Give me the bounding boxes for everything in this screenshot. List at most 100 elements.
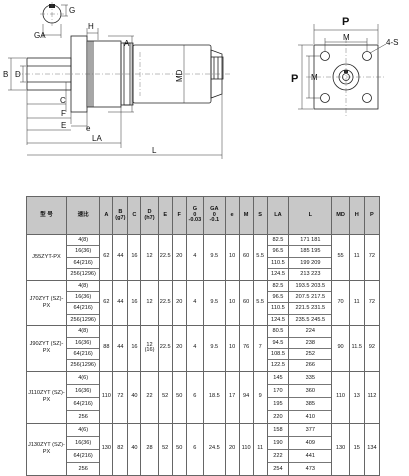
h-cell: 15 — [348, 422, 365, 476]
header-e: E — [157, 196, 173, 235]
b-cell: 82 — [112, 422, 129, 476]
label-g: G — [69, 6, 75, 15]
m-cell: 94 — [238, 370, 254, 424]
e-small-cell: 20 — [224, 422, 240, 476]
label-e: E — [61, 121, 66, 130]
label-m-top: M — [343, 33, 350, 42]
f-cell: 20 — [171, 234, 187, 281]
model-cell: J90ZYT (SZ)-PX — [26, 325, 67, 372]
s-cell: 9 — [252, 370, 268, 424]
a-cell: 110 — [99, 370, 114, 424]
header-h: H — [348, 196, 365, 235]
b-cell: 44 — [112, 234, 129, 281]
e-cell: 22.5 — [157, 279, 173, 327]
md-cell: 90 — [331, 325, 350, 372]
f-cell: 50 — [171, 422, 187, 476]
d-cell: 12 — [140, 279, 159, 327]
d-cell: 12(16) — [140, 325, 159, 372]
e-cell: 22.5 — [157, 234, 173, 281]
label-h: H — [88, 22, 94, 31]
e-small-cell: 10 — [224, 279, 240, 327]
label-ga: GA — [34, 31, 46, 40]
label-p-top: P — [342, 16, 349, 28]
flange-end-view: P M 4-S P M — [291, 16, 398, 116]
shaft-end-view: GA G — [34, 2, 75, 40]
s-cell: 5.5 — [252, 279, 268, 327]
header-m: M — [238, 196, 254, 235]
header-ratio: 速比 — [65, 196, 101, 235]
ratio-cell: 4(8)16(36)64(216)256(1296) — [65, 234, 101, 281]
p-cell: 134 — [363, 422, 381, 476]
md-cell: 70 — [331, 279, 350, 327]
e-small-cell: 10 — [224, 325, 240, 372]
header-l: L — [288, 196, 333, 235]
g-cell: 4 — [185, 279, 205, 327]
h-cell: 11 — [348, 234, 365, 281]
e-cell: 22.5 — [157, 325, 173, 372]
p-cell: 72 — [363, 234, 381, 281]
m-cell: 60 — [238, 234, 254, 281]
p-cell: 112 — [363, 370, 381, 424]
ratio-cell: 4(6)16(36)64(216)256 — [65, 422, 101, 476]
b-cell: 44 — [112, 279, 129, 327]
header-b: B(g7) — [112, 196, 129, 235]
b-cell: 72 — [112, 370, 129, 424]
c-cell: 16 — [127, 279, 142, 327]
b-cell: 44 — [112, 325, 129, 372]
label-p-left: P — [291, 73, 298, 85]
a-cell: 88 — [99, 325, 114, 372]
label-md: MD — [175, 69, 184, 82]
s-cell: 11 — [252, 422, 268, 476]
e-cell: 52 — [157, 422, 173, 476]
a-cell: 130 — [99, 422, 114, 476]
f-cell: 20 — [171, 279, 187, 327]
h-cell: 13 — [348, 370, 365, 424]
header-c: C — [127, 196, 142, 235]
a-cell: 62 — [99, 279, 114, 327]
s-cell: 7 — [252, 325, 268, 372]
ratio-cell: 4(8)16(36)64(216)256(1296) — [65, 279, 101, 327]
technical-drawing: GA G H A — [3, 2, 398, 159]
label-m-left: M — [311, 73, 318, 82]
g-cell: 6 — [185, 422, 205, 476]
g-cell: 4 — [185, 234, 205, 281]
motor-side-view — [15, 35, 232, 113]
model-cell: J130ZYT (SZ)-PX — [26, 422, 67, 476]
d-cell: 12 — [140, 234, 159, 281]
header-p: P — [363, 196, 381, 235]
md-cell: 55 — [331, 234, 350, 281]
m-cell: 76 — [238, 325, 254, 372]
model-cell: J70ZYT (SZ)-PX — [26, 279, 67, 327]
g-cell: 6 — [185, 370, 205, 424]
c-cell: 40 — [127, 370, 142, 424]
header-f: F — [171, 196, 187, 235]
header-d: D(h7) — [140, 196, 159, 235]
ratio-cell: 4(6)16(36)64(216)256 — [65, 370, 101, 424]
h-cell: 11 — [348, 279, 365, 327]
label-d: D — [15, 70, 21, 79]
label-b: B — [3, 70, 8, 79]
ga-cell: 9.5 — [203, 279, 226, 327]
side-view-dimensions: H A MD B D C F E e — [3, 22, 223, 159]
label-e-small: e — [86, 124, 91, 133]
label-4s: 4-S — [386, 38, 398, 47]
ga-cell: 9.5 — [203, 325, 226, 372]
c-cell: 40 — [127, 422, 142, 476]
c-cell: 16 — [127, 234, 142, 281]
header-la: LA — [266, 196, 290, 235]
